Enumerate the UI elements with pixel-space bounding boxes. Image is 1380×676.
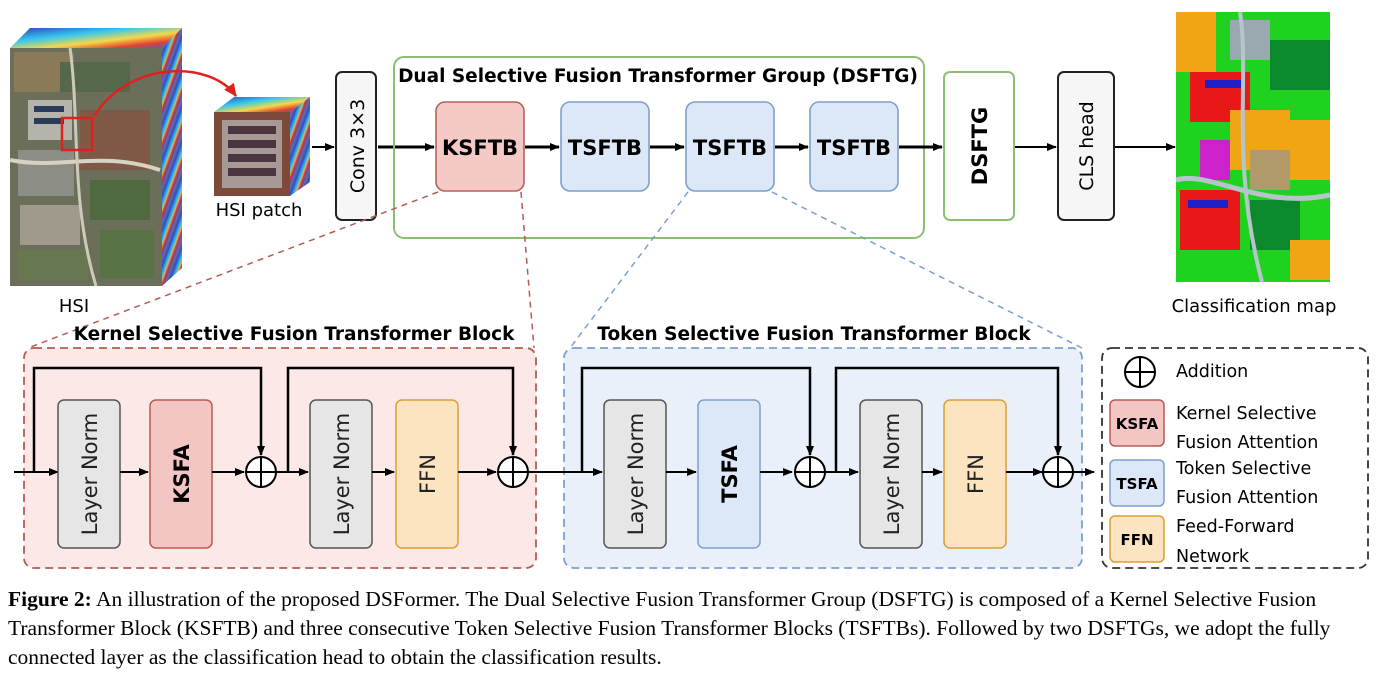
legend-tsfa-line2: Fusion Attention <box>1176 488 1318 508</box>
token-addition-icon-1 <box>794 456 826 488</box>
legend-ffn-line2: Network <box>1176 547 1250 567</box>
legend-tsfa-line1: Token Selective <box>1175 459 1311 479</box>
token-addition-icon-2 <box>1042 456 1074 488</box>
conv-3x3-box <box>335 71 377 221</box>
token-tsfa-box <box>697 399 761 549</box>
legend-addition-label: Addition <box>1176 362 1248 382</box>
classification-map <box>1175 11 1331 283</box>
zoom-line-ksftb-right <box>520 191 535 349</box>
classification-map-label: Classification map <box>1172 296 1337 317</box>
kernel-skip-connection-2 <box>286 366 517 472</box>
legend-addition-icon <box>1124 356 1156 388</box>
hsi-label: HSI <box>59 296 89 317</box>
kernel-layer-norm-1-label: Layer Norm <box>78 413 102 536</box>
tsftb-label-3: TSFTB <box>817 136 891 160</box>
kernel-skip-connection-1 <box>32 366 265 472</box>
figure-caption-text: An illustration of the proposed DSFormer… <box>8 587 1331 669</box>
patch-extraction-arrow <box>92 69 238 117</box>
kernel-layer-norm-2-label: Layer Norm <box>330 413 354 536</box>
tsftb-box-1 <box>560 101 650 192</box>
zoom-line-ksftb-left <box>27 191 439 349</box>
ksftb-label: KSFTB <box>442 136 518 160</box>
legend-box <box>1101 347 1369 569</box>
cls-head-box <box>1057 71 1115 221</box>
dsftg-group-title: Dual Selective Fusion Transformer Group … <box>398 66 918 87</box>
figure-caption-label: Figure 2: <box>8 587 92 611</box>
token-skip-connection-2 <box>834 366 1062 472</box>
legend-ffn-tag: FFN <box>1120 531 1153 549</box>
kernel-addition-icon-1 <box>245 456 277 488</box>
legend-ksfa-line2: Fusion Attention <box>1176 433 1318 453</box>
tsftb-label-2: TSFTB <box>693 136 767 160</box>
kernel-layer-norm-1 <box>57 399 121 549</box>
zoom-line-tsftb-right <box>771 191 1083 349</box>
legend-ksfa-swatch <box>1109 399 1165 447</box>
kernel-ksfa-box <box>149 399 213 549</box>
token-skip-connection-1 <box>580 366 814 472</box>
tsftb-box-2 <box>685 101 775 192</box>
legend-ffn-line1: Feed-Forward <box>1176 517 1294 537</box>
legend-ksfa-line1: Kernel Selective <box>1176 404 1317 424</box>
token-tsfa-label: TSFA <box>718 444 742 502</box>
hsi-patch-label: HSI patch <box>216 200 303 221</box>
token-ffn-box <box>943 399 1007 549</box>
kernel-ksfa-label: KSFA <box>170 443 194 503</box>
kernel-block-title: Kernel Selective Fusion Transformer Bloc… <box>74 324 515 345</box>
legend-ksfa-tag: KSFA <box>1116 415 1159 433</box>
kernel-addition-icon-2 <box>497 456 529 488</box>
dsftg-box <box>943 71 1015 221</box>
ksftb-box <box>435 101 525 192</box>
kernel-layer-norm-2 <box>309 399 373 549</box>
figure-caption: Figure 2: An illustration of the propose… <box>8 585 1374 672</box>
kernel-ffn-box <box>395 399 459 549</box>
patch-highlight-box <box>60 116 94 152</box>
conv-3x3-label: Conv 3×3 <box>347 99 369 193</box>
kernel-ffn-label: FFN <box>416 454 440 494</box>
architecture-diagram: HSI HSI patch Conv 3×3 Dual Selective Fu… <box>9 11 1369 569</box>
token-layer-norm-1 <box>603 399 667 549</box>
token-layer-norm-2 <box>859 399 923 549</box>
tsftb-label-1: TSFTB <box>568 136 642 160</box>
dsftg-label: DSFTG <box>968 107 992 185</box>
token-ffn-label: FFN <box>964 454 988 494</box>
hsi-patch <box>214 97 310 196</box>
cls-head-label: CLS head <box>1076 101 1098 190</box>
legend-ffn-swatch <box>1109 515 1165 563</box>
legend-tsfa-tag: TSFA <box>1116 475 1158 493</box>
token-block-title: Token Selective Fusion Transformer Block <box>597 324 1031 345</box>
hsi-cube <box>9 28 238 287</box>
legend-tsfa-swatch <box>1109 459 1165 507</box>
token-layer-norm-1-label: Layer Norm <box>624 413 648 536</box>
token-layer-norm-2-label: Layer Norm <box>880 413 904 536</box>
tsftb-box-3 <box>809 101 899 192</box>
